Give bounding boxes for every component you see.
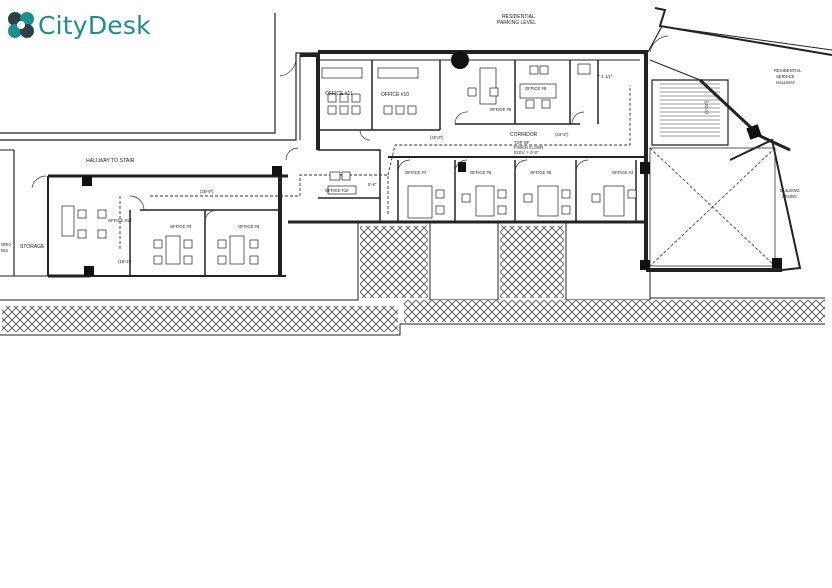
structural-columns — [82, 51, 782, 276]
dim-18-1: (18'-1") — [118, 259, 132, 264]
label-office-10: OFFICE #10 — [381, 92, 409, 98]
dim-40-9: (40'-9") — [430, 135, 444, 140]
label-finish-floor-1: TOP OF — [514, 140, 530, 145]
labels: RESIDENTIAL PARKING LEVEL RESIDENTIAL SE… — [1, 14, 802, 264]
label-office-6: OFFICE #6 — [470, 170, 492, 175]
label-finish-floor-2: FINISH FLOOR — [514, 145, 543, 150]
label-service-3: HALLWAY — [776, 80, 795, 85]
label-hallway-to-stair: HALLWAY TO STAIR — [86, 158, 135, 164]
label-residential-parking-1: RESIDENTIAL — [502, 14, 535, 20]
dim-stair: (6'-23") — [704, 100, 709, 114]
walls — [0, 7, 832, 336]
brand-desk: Desk — [87, 10, 151, 40]
label-office-13: OFFICE #13 — [108, 218, 132, 223]
label-office-11: OFFICE #11 — [325, 91, 353, 97]
label-office-3: OFFICE #3 — [238, 224, 260, 229]
label-office-8: OFFICE #8 — [525, 86, 547, 91]
label-service-2: SERVICE — [776, 74, 795, 79]
label-stairs-left-2: IRS — [1, 248, 8, 253]
citydesk-logo: CityDesk — [6, 8, 151, 42]
label-office-4-right: OFFICE #4 — [612, 170, 634, 175]
dim-7-10: 7'-1 1/2" — [597, 74, 613, 79]
citydesk-logo-icon — [8, 12, 34, 38]
label-stairs-left-1: ORIC — [1, 242, 11, 247]
open-to-below-x — [649, 147, 776, 267]
label-office-5: OFFICE #5 — [530, 170, 552, 175]
label-office-7: OFFICE #7 — [405, 170, 427, 175]
paving-areas — [2, 226, 825, 332]
label-corridor: CORRIDOR — [510, 132, 538, 138]
door-swings — [31, 35, 669, 223]
label-building-stairs-1: BUILDING — [780, 188, 800, 193]
label-finish-floor-3: ELEV. + 0'-0" — [514, 150, 539, 155]
citydesk-wordmark: CityDesk — [38, 11, 151, 40]
label-storage: STORAGE — [20, 244, 45, 250]
dashed-route — [119, 85, 631, 250]
dim-33-3: (33'-3") — [555, 132, 569, 137]
label-office-4: OFFICE #4 — [170, 224, 192, 229]
label-office-9: OFFICE #9 — [490, 107, 512, 112]
label-service-1: RESIDENTIAL — [774, 68, 802, 73]
brand-city: City — [38, 10, 88, 40]
furniture — [61, 63, 637, 265]
label-building-stairs-2: STAIRS — [782, 194, 797, 199]
stair-treads — [660, 83, 720, 137]
floor-plan: RESIDENTIAL PARKING LEVEL RESIDENTIAL SE… — [0, 7, 832, 336]
label-residential-parking-2: PARKING LEVEL — [497, 20, 536, 26]
dim-28-9: (28'-9") — [200, 189, 214, 194]
label-office-12: OFFICE #12 — [325, 188, 349, 193]
dim-5-8: 5'-8" — [368, 182, 377, 187]
